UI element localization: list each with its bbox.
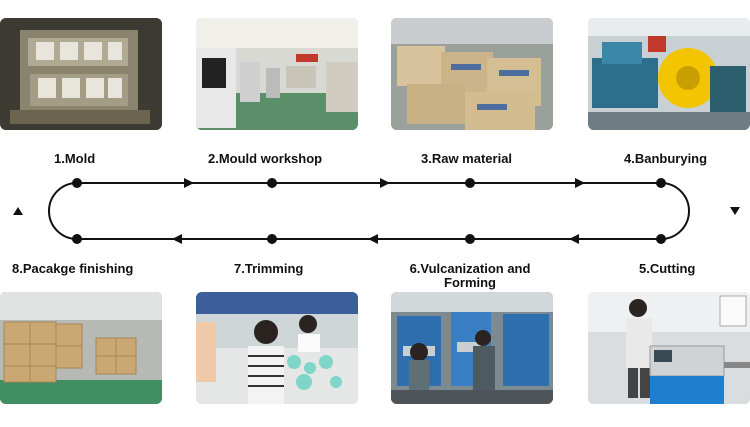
- node-7: [267, 234, 277, 244]
- photo-trimming: [196, 292, 358, 404]
- arrow-right-3: [575, 178, 585, 188]
- label-step-5: 5.Cutting: [639, 261, 696, 276]
- photo-package-finishing: [0, 292, 162, 404]
- arrow-left-3: [172, 234, 182, 244]
- photo-banburying: [588, 18, 750, 130]
- photo-mould-workshop: [196, 18, 358, 130]
- node-5: [656, 234, 666, 244]
- arrow-down-right: [730, 207, 740, 215]
- photo-mold: [0, 18, 162, 130]
- node-3: [465, 178, 475, 188]
- flow-nodes: [72, 178, 666, 244]
- label-step-3: 3.Raw material: [421, 151, 513, 166]
- photo-vulcanization: [391, 292, 553, 404]
- label-step-8: 8.Pacakge finishing: [12, 261, 134, 276]
- label-step-6: 6.Vulcanization and Forming: [409, 261, 531, 290]
- node-4: [656, 178, 666, 188]
- label-step-1: 1.Mold: [54, 151, 96, 166]
- arrow-left-1: [569, 234, 579, 244]
- photo-raw-material: [391, 18, 553, 130]
- node-6: [465, 234, 475, 244]
- label-step-2: 2.Mould workshop: [208, 151, 323, 166]
- arrow-left-2: [368, 234, 378, 244]
- arrow-right-2: [380, 178, 390, 188]
- flow-loop-line: [48, 182, 690, 240]
- label-step-4: 4.Banburying: [624, 151, 708, 166]
- photo-cutting: [588, 292, 750, 404]
- arrow-up-left: [13, 207, 23, 215]
- node-2: [267, 178, 277, 188]
- node-8: [72, 234, 82, 244]
- label-step-7: 7.Trimming: [234, 261, 304, 276]
- flow-arrows: [13, 178, 740, 244]
- node-1: [72, 178, 82, 188]
- arrow-right-1: [184, 178, 194, 188]
